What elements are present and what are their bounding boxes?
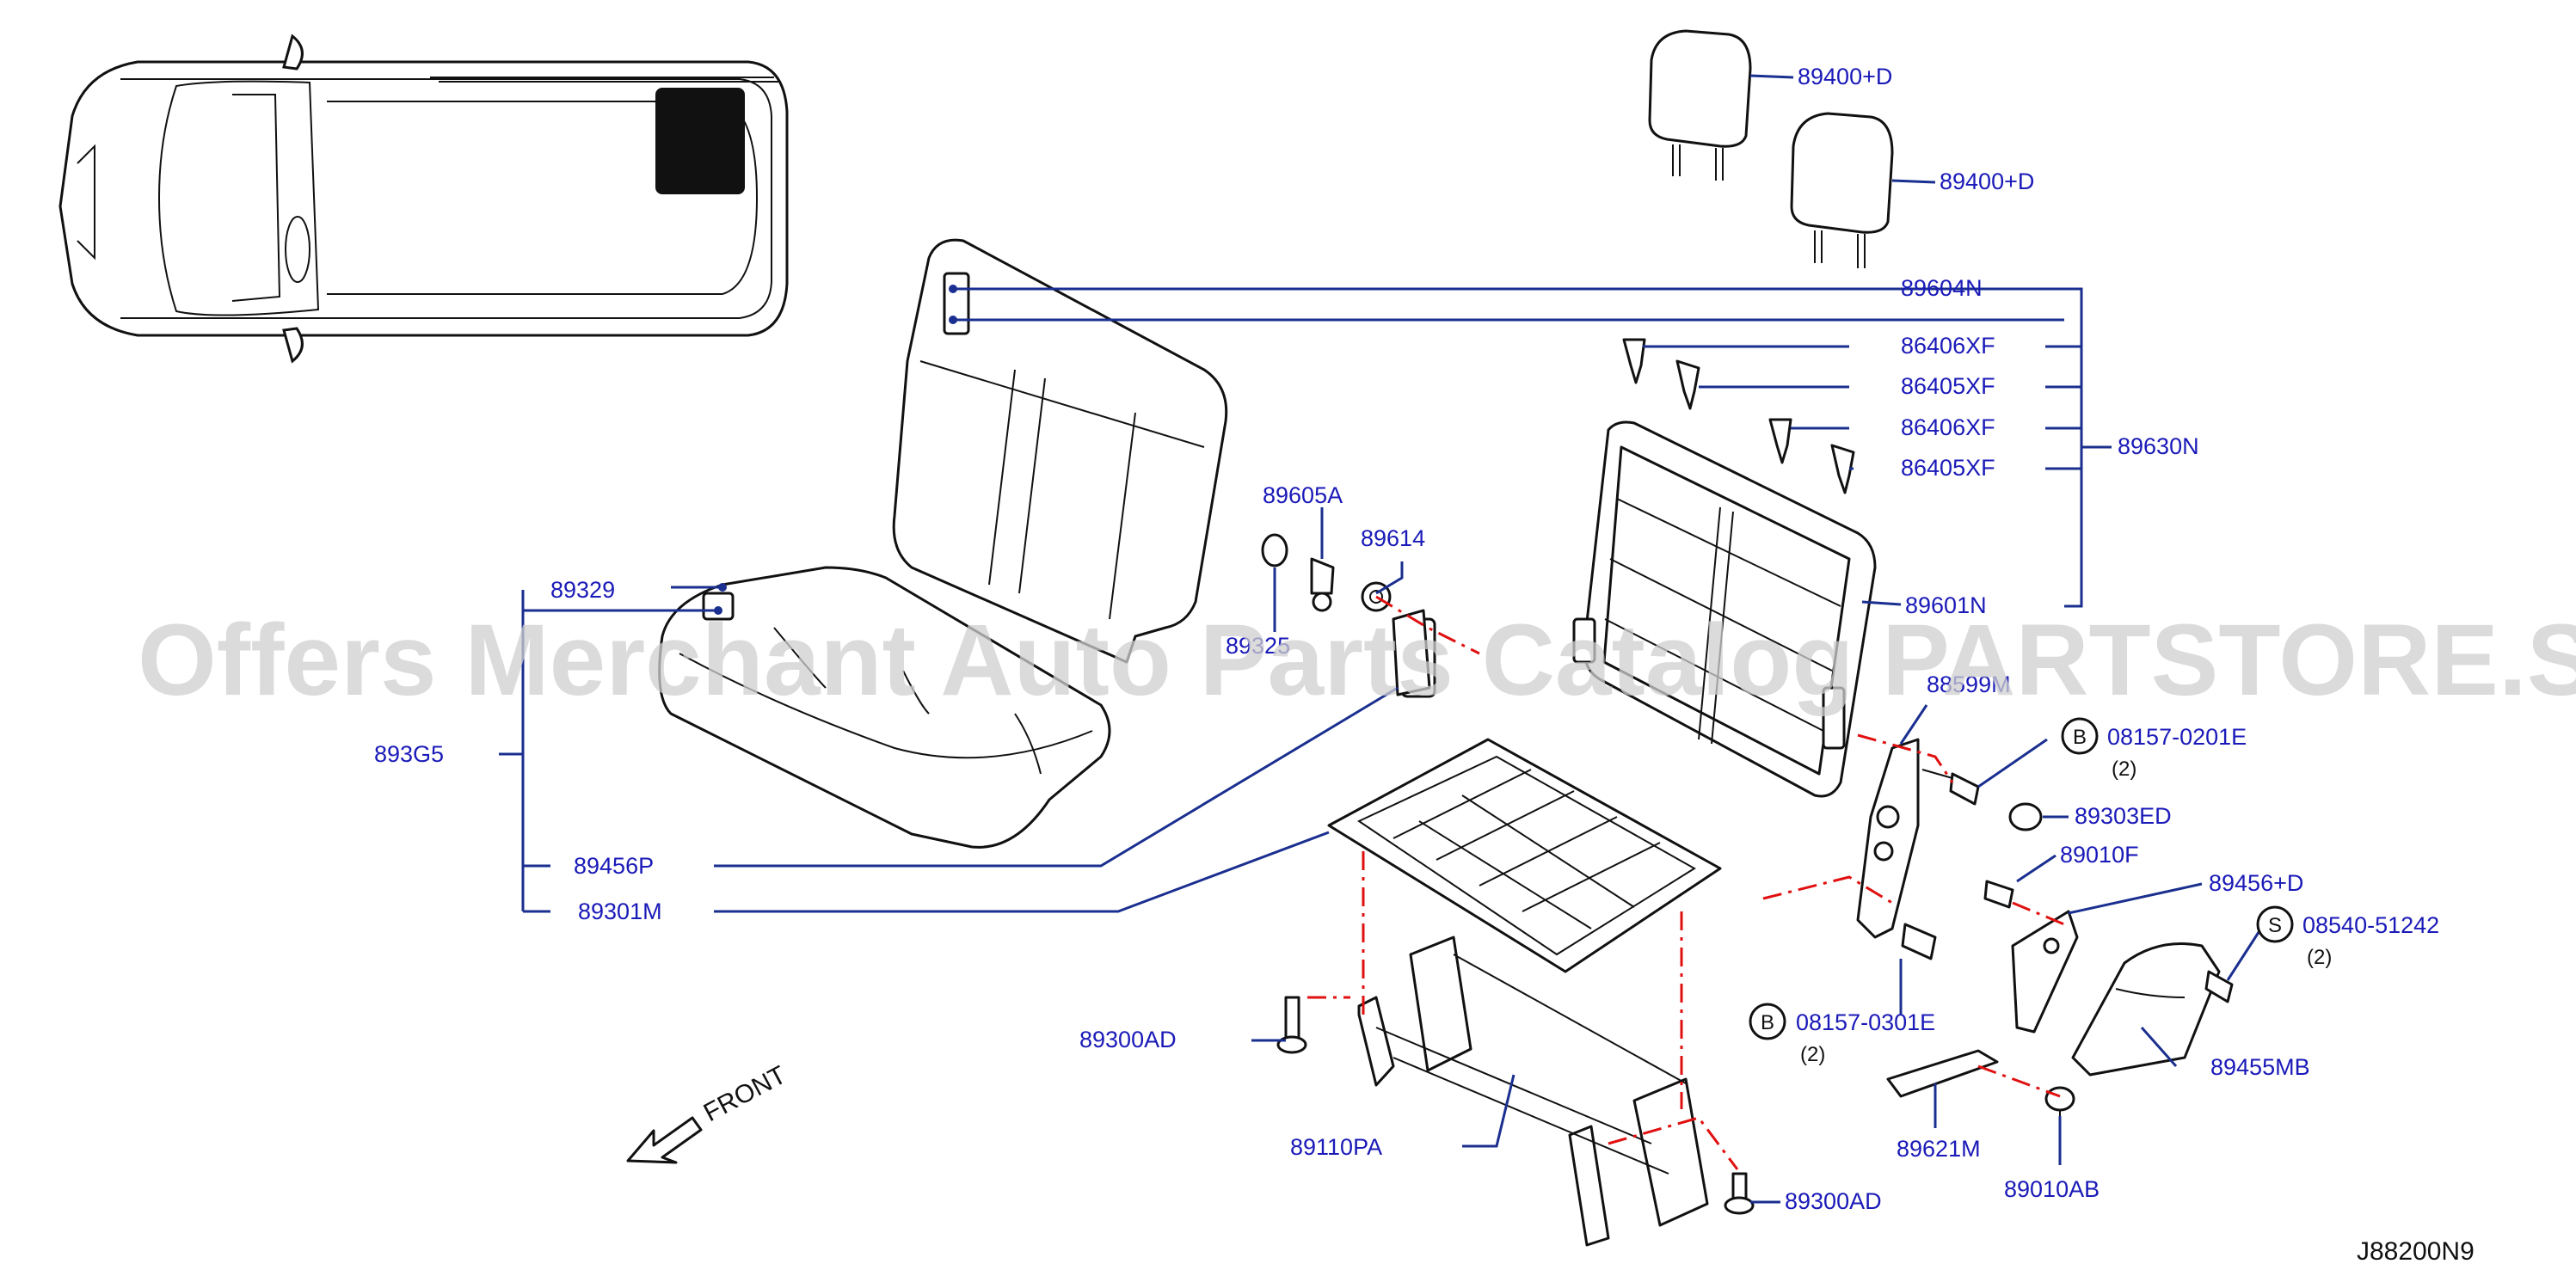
label-89010f: 89010F	[2060, 842, 2139, 868]
label-89604n: 89604N	[1901, 275, 1983, 301]
label-89303ed: 89303ED	[2075, 803, 2172, 829]
label-08540-51242: 08540-51242	[2302, 912, 2439, 938]
cover-89456p	[1392, 609, 1431, 696]
bracket-89456d	[2011, 910, 2079, 1034]
hinge-bracket	[1856, 738, 1920, 939]
label-08157-0301e-qty: (2)	[1800, 1043, 1825, 1066]
label-893g5: 893G5	[374, 741, 444, 767]
label-89456p: 89456P	[574, 853, 654, 879]
label-89456d: 89456+D	[2209, 870, 2303, 896]
bolt-08157-0201e	[1921, 769, 1980, 806]
clip-86406xf-2	[1768, 418, 1792, 464]
bushing-89303ed	[2008, 802, 2043, 831]
bolt-08157-0301e	[1901, 923, 1937, 960]
screw-08540-51242	[2204, 970, 2234, 1003]
label-89300ad-1: 89300AD	[1079, 1027, 1177, 1052]
vehicle-top-view	[58, 34, 789, 364]
watermark: Offers Merchant Auto Parts Catalog PARTS…	[138, 604, 2576, 717]
label-86405xf-1: 86405XF	[1901, 373, 1995, 399]
bolt-89300ad-2	[1724, 1172, 1755, 1215]
label-89325: 89325	[1226, 633, 1290, 659]
label-86405xf-2: 86405XF	[1901, 455, 1995, 481]
circle-marker-b-2: B	[1749, 1003, 1786, 1040]
headrest-1	[1648, 29, 1752, 181]
label-08157-0201e: 08157-0201E	[2107, 724, 2247, 750]
bolt-89010f	[1983, 880, 2014, 909]
label-86406xf-1: 86406XF	[1901, 333, 1995, 359]
svg-text:B: B	[2073, 726, 2087, 749]
headrest-2	[1790, 112, 1894, 268]
assembly-lines	[1307, 595, 2065, 1170]
label-89455mb: 89455MB	[2210, 1054, 2310, 1080]
label-89300ad-2: 89300AD	[1785, 1188, 1882, 1214]
label-89621m: 89621M	[1897, 1136, 1981, 1162]
label-89010ab: 89010AB	[2004, 1176, 2100, 1202]
leader-lines	[499, 74, 2264, 1204]
seat-leg-frame	[1357, 936, 1709, 1247]
cover-89455mb	[2071, 942, 2221, 1077]
label-89400d-1: 89400+D	[1798, 64, 1892, 89]
seat-back-frame	[1572, 420, 1877, 798]
label-08540-51242-qty: (2)	[2307, 946, 2332, 969]
label-89400d-2: 89400+D	[1940, 169, 2034, 194]
label-89630n: 89630N	[2118, 433, 2199, 459]
cap-89325	[1261, 533, 1288, 567]
label-89614: 89614	[1361, 525, 1425, 551]
svg-text:S: S	[2268, 914, 2282, 937]
seat-location-highlight	[655, 88, 745, 194]
bolt-89605a	[1310, 557, 1335, 612]
front-direction-indicator: FRONT	[626, 1061, 791, 1164]
clip-86405xf-1	[1675, 359, 1700, 410]
label-89329: 89329	[550, 577, 615, 603]
label-89110pa: 89110PA	[1290, 1134, 1382, 1160]
circle-marker-b-1: B	[2061, 717, 2099, 755]
svg-text:B: B	[1761, 1011, 1774, 1034]
clip-86406xf-1	[1622, 338, 1646, 384]
diagram-code: J88200N9	[2357, 1237, 2475, 1266]
circle-marker-s-1: S	[2256, 905, 2294, 943]
label-08157-0201e-qty: (2)	[2112, 758, 2136, 781]
label-89301m: 89301M	[578, 899, 662, 924]
label-89601n: 89601N	[1905, 592, 1987, 618]
front-label: FRONT	[699, 1061, 791, 1128]
label-86406xf-2: 86406XF	[1901, 414, 1995, 440]
label-88599m: 88599M	[1927, 672, 2011, 697]
clip-86405xf-2	[1830, 444, 1855, 494]
part-labels: 89400+D 89400+D 89604N 86406XF 86405XF 8…	[374, 64, 2439, 1214]
label-89605a: 89605A	[1263, 482, 1343, 508]
trim-89621m	[1886, 1049, 1999, 1098]
bolt-89300ad-1	[1276, 996, 1307, 1054]
label-08157-0301e: 08157-0301E	[1796, 1009, 1935, 1035]
seat-back-cushion	[892, 238, 1228, 664]
